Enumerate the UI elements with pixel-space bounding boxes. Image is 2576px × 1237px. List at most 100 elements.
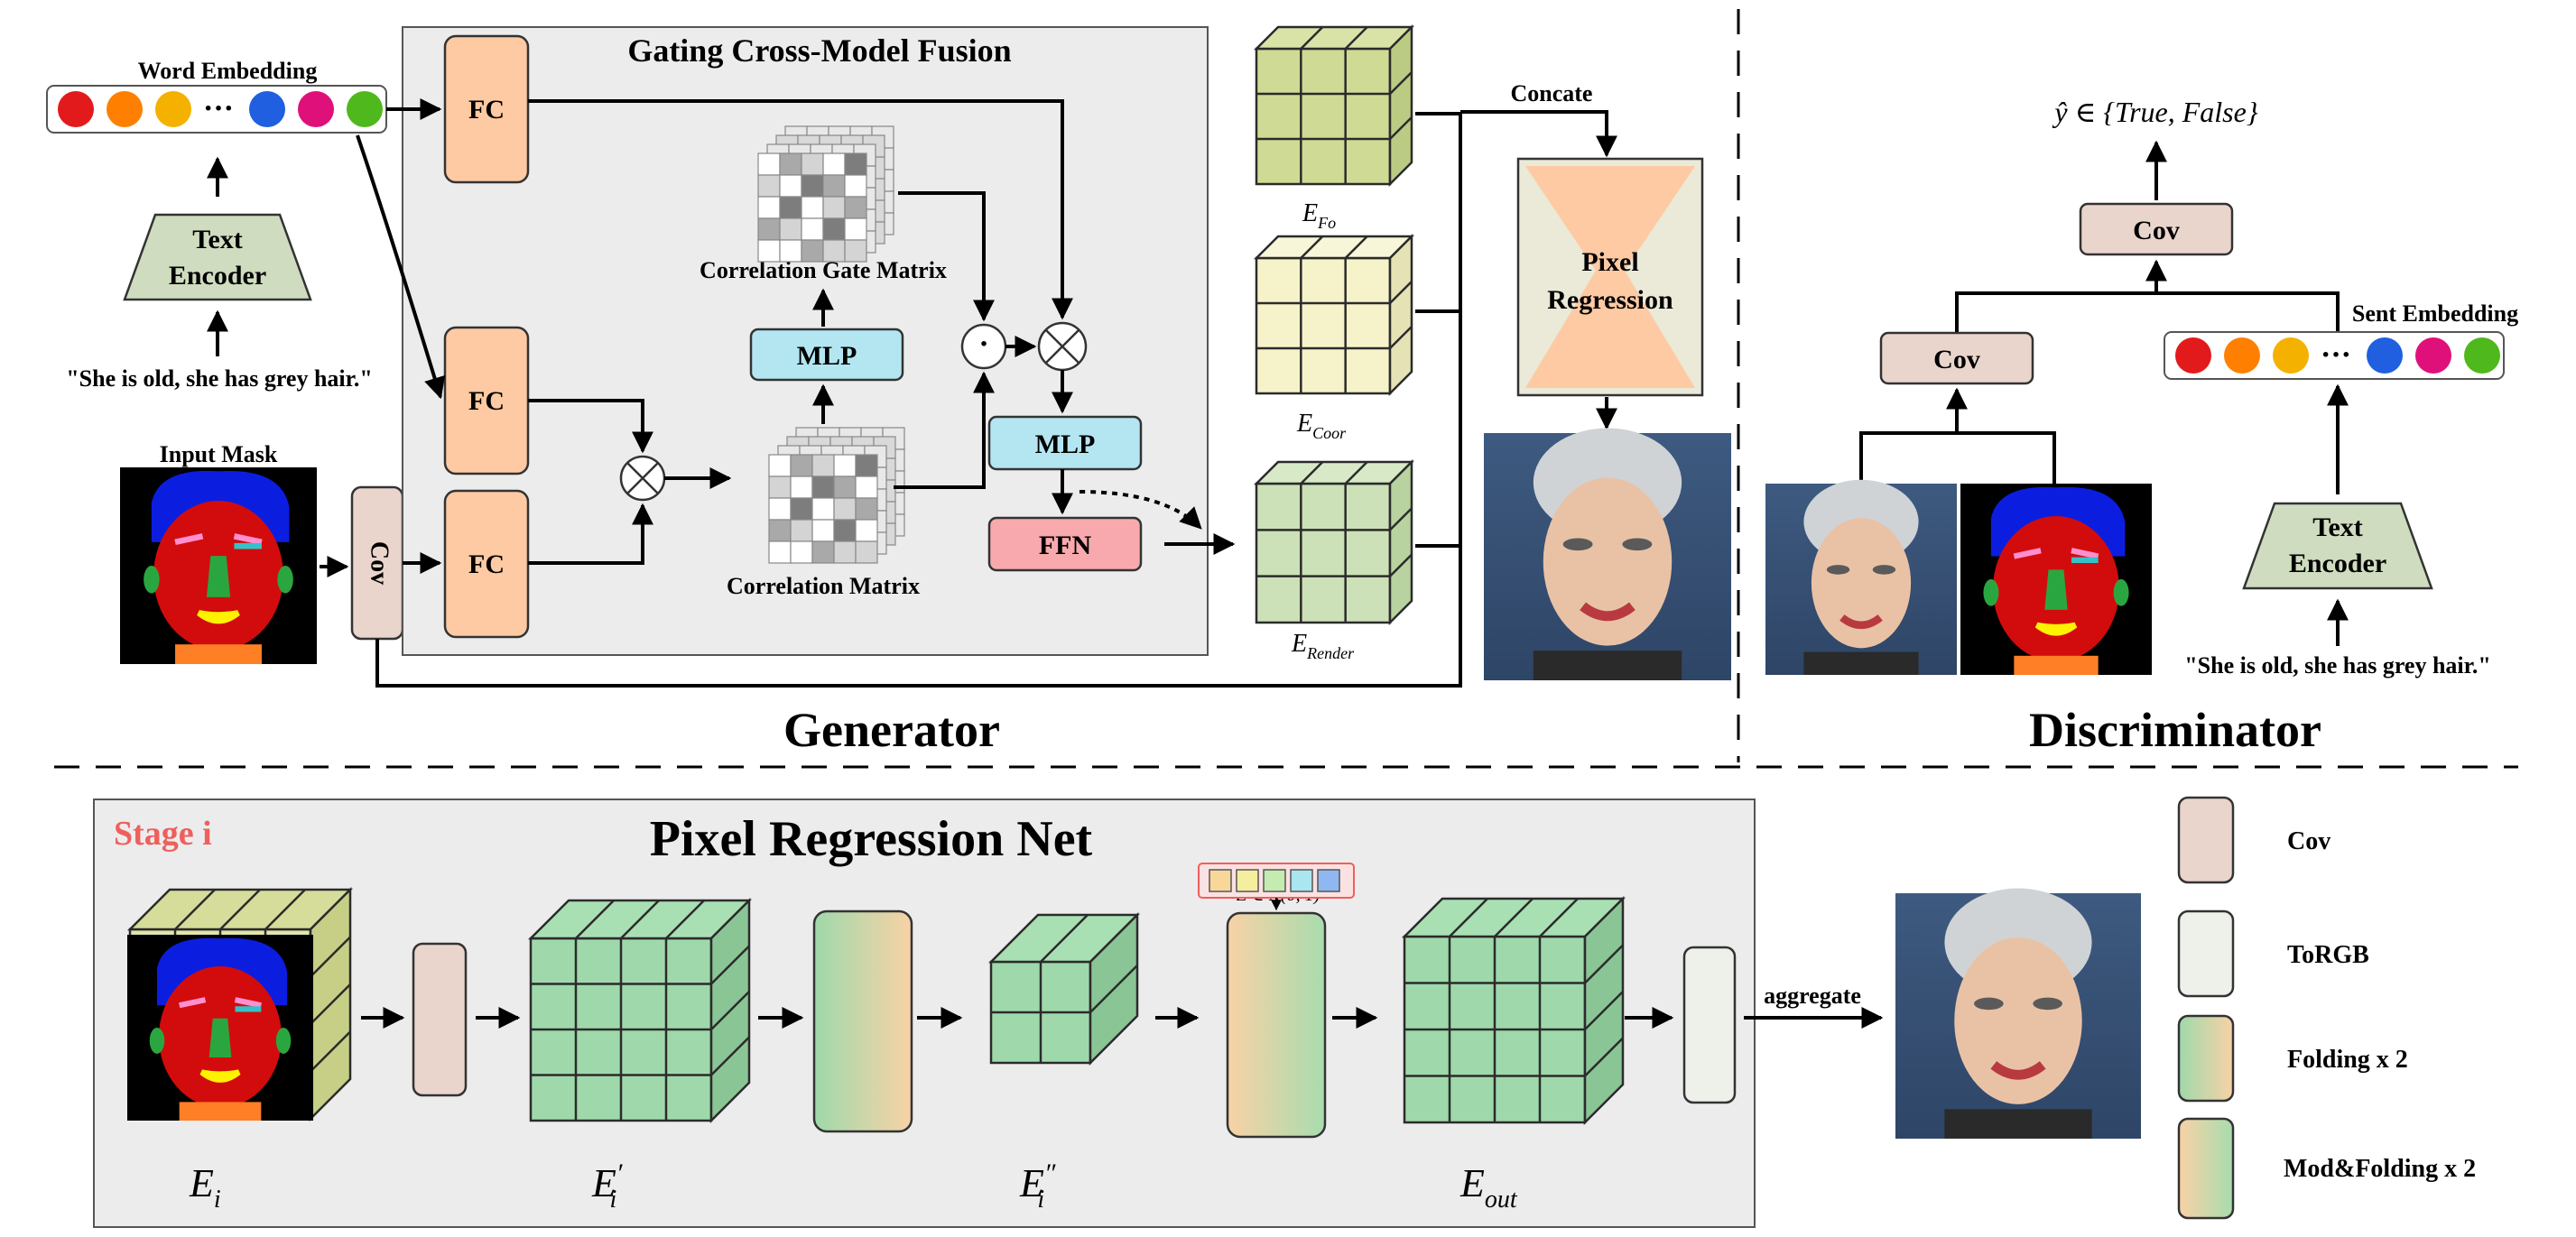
matrix-cell — [855, 475, 878, 499]
generator-cov-label: Cov — [366, 541, 394, 585]
matrix-cell — [757, 152, 781, 176]
stage-folding-block — [812, 909, 913, 1133]
discriminator-text-encoder-label-2: Encoder — [2289, 549, 2386, 578]
stage-label-e-out: Eout — [1459, 1161, 1518, 1214]
matrix-cell — [822, 239, 846, 263]
matrix-cell — [833, 519, 857, 542]
input-mask-image — [120, 467, 317, 664]
stage-mod-folding-block — [1226, 911, 1327, 1139]
embedding-to-fc-middle-arrow — [356, 134, 446, 400]
matrix-cell — [790, 540, 813, 564]
fc-label-bottom: FC — [468, 549, 505, 579]
cube-face-side — [1388, 458, 1413, 626]
embedding-dot — [107, 91, 143, 127]
matrix-cell — [801, 152, 824, 176]
fc-middle-to-multiply-arrow — [528, 399, 653, 454]
gate-mlp-block — [749, 328, 904, 382]
legend-label-mod-folding: Mod&Folding x 2 — [2284, 1155, 2476, 1183]
matrix-cell — [757, 174, 781, 198]
matrix-cell — [757, 196, 781, 219]
dot-operator-symbol: · — [978, 328, 988, 361]
discriminator-cov-left-label: Cov — [1933, 345, 1980, 374]
matrix-cell — [801, 174, 824, 198]
pixel-regression-label-1: Pixel — [1581, 247, 1638, 277]
embedding-dot — [58, 91, 94, 127]
cube-face-top — [1253, 25, 1415, 51]
noise-cell — [1290, 869, 1313, 892]
pixel-regression-net-title: Pixel Regression Net — [650, 811, 1093, 867]
fusion-mlp-block — [987, 415, 1143, 471]
embedding-dot — [2175, 337, 2211, 374]
pixel-regression-net-section: Stage i Pixel Regression Net Z ∈ N(0, 1)… — [93, 799, 2141, 1228]
stage-label: Stage i — [114, 815, 212, 853]
discriminator-cov-top-label: Cov — [2133, 216, 2180, 245]
stage-label-e-i-double-prime: E″i — [1019, 1159, 1056, 1214]
matrix-cell — [811, 497, 835, 521]
correlation-to-dot-arrow — [894, 371, 995, 489]
generator-title: Generator — [783, 703, 1000, 757]
embedding-dot — [2415, 337, 2451, 374]
cube-face-side — [1388, 23, 1413, 188]
matrix-cell — [768, 475, 792, 499]
fusion-mlp-label: MLP — [1035, 429, 1096, 459]
text-encoder-block — [123, 213, 312, 301]
embedding-dot — [2224, 337, 2260, 374]
legend: Cov ToRGB Folding x 2 Mod&Folding x 2 — [2177, 796, 2476, 1220]
embedding-dot — [347, 91, 383, 127]
pixel-regression-label-2: Regression — [1547, 285, 1673, 315]
discriminator-text-encoder-block — [2242, 502, 2433, 590]
generator-caption: "She is old, she has grey hair." — [66, 365, 373, 392]
cube-label-fo: EFo — [1302, 199, 1336, 232]
pixel-regression-hourglass — [1525, 166, 1695, 388]
matrix-cell — [801, 196, 824, 219]
cube-label-render: ERender — [1291, 630, 1355, 662]
cube-face-top — [1253, 235, 1415, 260]
matrix-cell — [790, 475, 813, 499]
matrix-cell — [757, 217, 781, 241]
cube-face-front — [1255, 482, 1392, 624]
fc-block-top — [443, 34, 530, 184]
noise-cell — [1317, 869, 1340, 892]
cube-e-out — [1401, 895, 1626, 1126]
matrix-cell — [768, 497, 792, 521]
cube-e-i-prime — [527, 897, 753, 1124]
stage-label-e-i-prime: E′i — [591, 1159, 623, 1214]
concate-label: Concate — [1511, 80, 1593, 106]
stage-cov-block — [412, 942, 468, 1097]
aggregated-face-image — [1895, 889, 2141, 1139]
sent-embedding-dots — [2175, 337, 2500, 374]
matrix-cell — [801, 217, 824, 241]
embedding-dot — [249, 91, 285, 127]
cube-face-side — [1388, 233, 1413, 397]
gate-to-dot-arrow — [898, 191, 995, 322]
matrix-cell — [822, 196, 846, 219]
matrix-cell — [801, 239, 824, 263]
noise-vector-cells — [1209, 869, 1340, 892]
matrix-cell — [822, 174, 846, 198]
matrix-cell — [790, 519, 813, 542]
embedding-dot — [155, 91, 191, 127]
matrix-cell — [779, 196, 802, 219]
matrix-cell — [855, 497, 878, 521]
matrix-cell — [844, 152, 867, 176]
fc-bottom-to-multiply-arrow — [528, 503, 653, 565]
matrix-cell — [779, 217, 802, 241]
cube-e-render — [1253, 458, 1415, 626]
cube-label-coor: ECoor — [1296, 410, 1347, 442]
matrix-cell — [833, 454, 857, 477]
fc-label-middle: FC — [468, 386, 505, 416]
input-mask-label: Input Mask — [160, 441, 278, 467]
cube-e-i-double-prime — [987, 911, 1141, 1066]
ffn-block — [987, 516, 1143, 572]
matrix-cell — [768, 519, 792, 542]
word-embedding-ellipsis: ··· — [203, 92, 234, 125]
generator-section: Word Embedding ··· Text Encoder "She is … — [46, 23, 1731, 757]
discriminator-text-encoder-label-1: Text — [2312, 512, 2363, 542]
embedding-dot — [2367, 337, 2403, 374]
noise-cell — [1263, 869, 1286, 892]
matrix-cell — [844, 174, 867, 198]
matrix-cell — [822, 217, 846, 241]
correlation-gate-matrix — [757, 125, 894, 263]
matrix-cell — [844, 217, 867, 241]
